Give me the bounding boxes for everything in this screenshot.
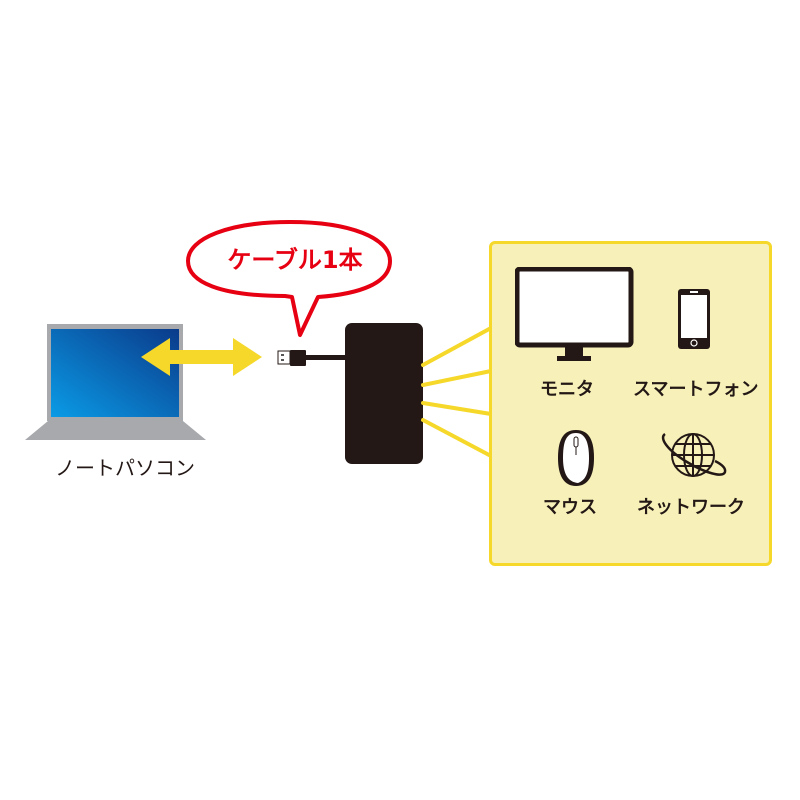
smartphone-icon <box>678 289 710 349</box>
callout-text: ケーブル1本 <box>227 246 363 274</box>
device-label-smartphone: スマートフォン <box>633 379 759 400</box>
monitor-icon <box>515 267 634 361</box>
mouse-icon <box>558 430 594 486</box>
device-label-network: ネットワーク <box>637 497 745 518</box>
globe-network-icon <box>661 432 727 477</box>
device-label-mouse: マウス <box>543 497 597 518</box>
device-label-monitor: モニタ <box>540 379 594 400</box>
laptop-label: ノートパソコン <box>55 456 195 480</box>
